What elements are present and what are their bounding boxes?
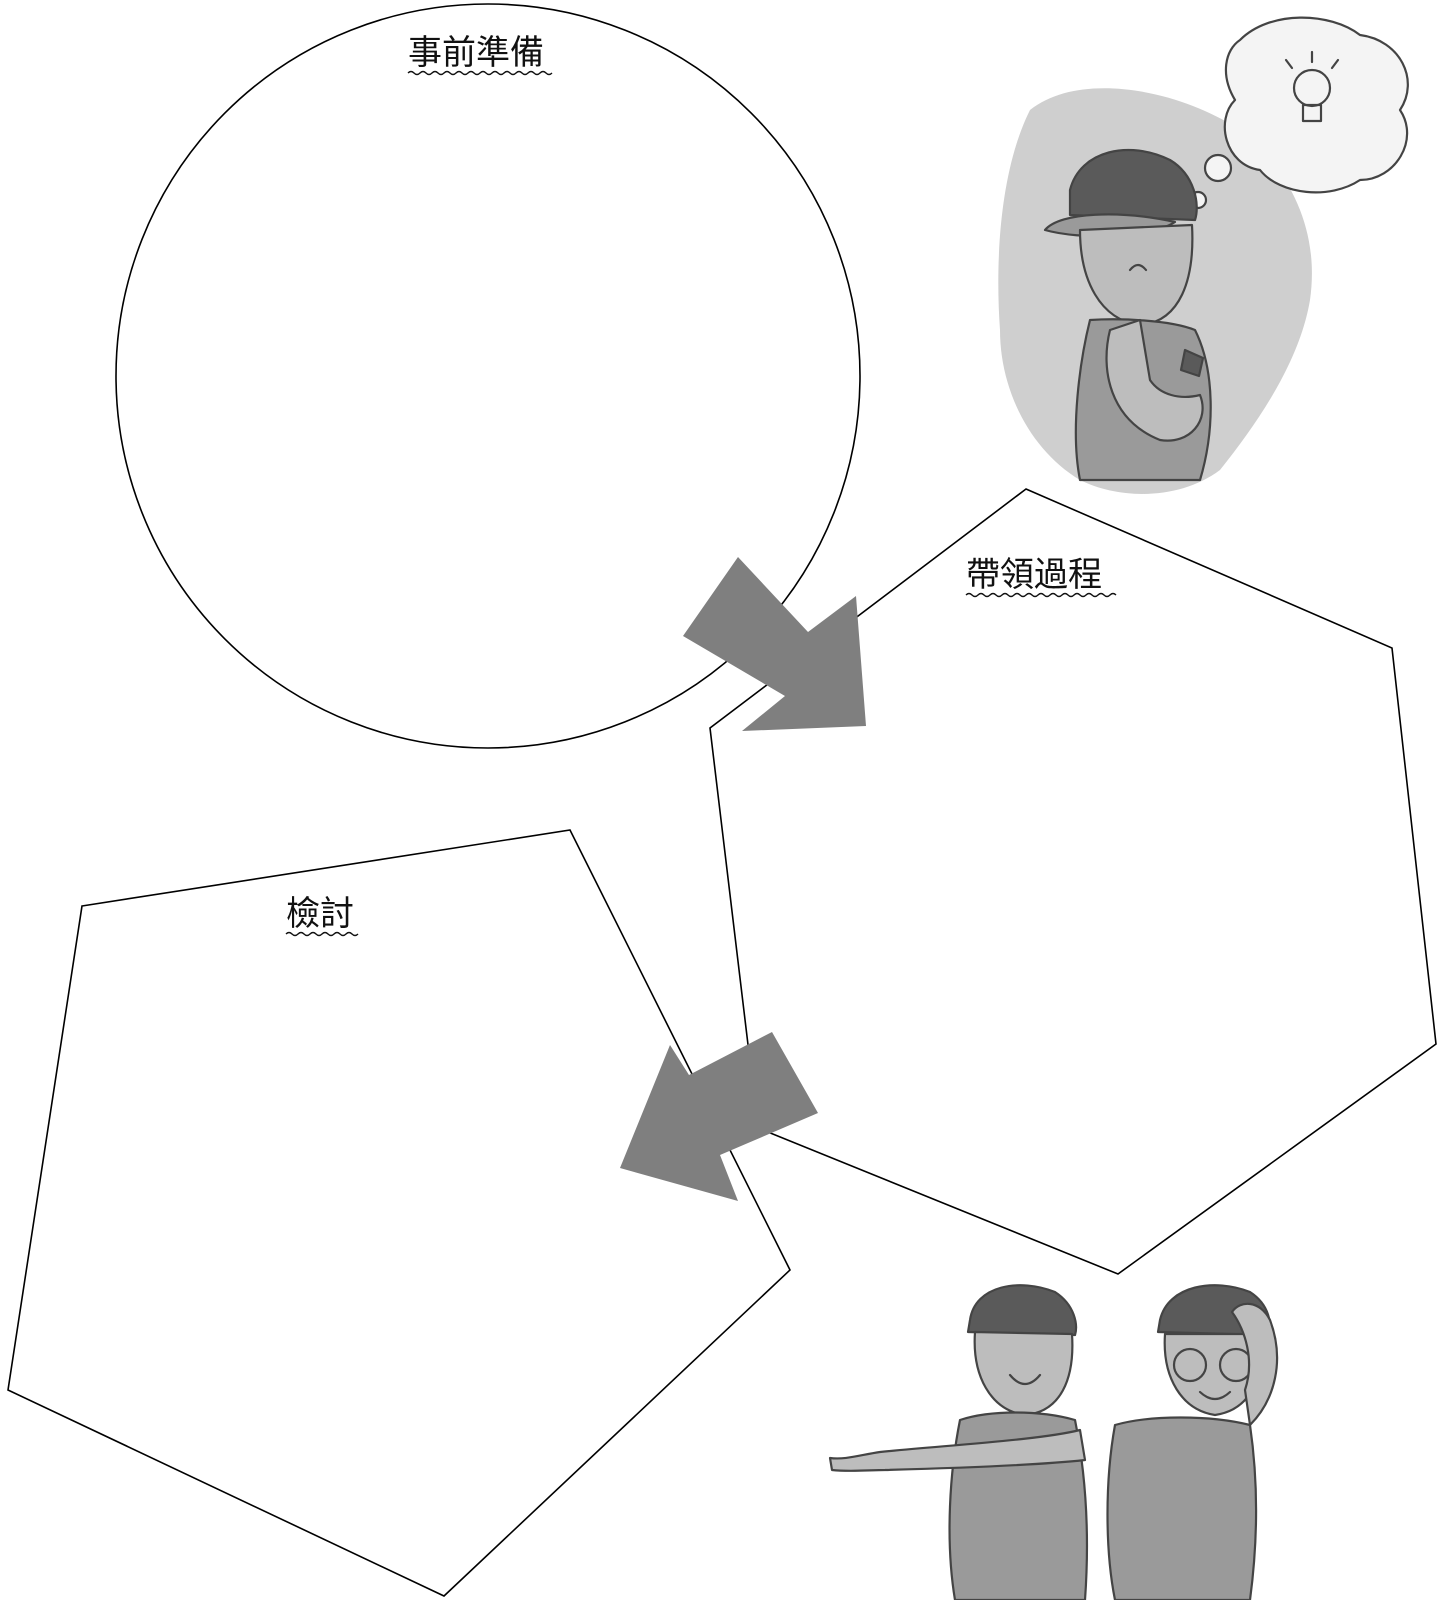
- scout-arm: [1105, 318, 1204, 442]
- scout-badge: [1179, 348, 1205, 378]
- leading-label-underline: [965, 592, 1117, 598]
- right-scout-body: [1106, 1416, 1258, 1600]
- right-scout-mouth: [1198, 1390, 1232, 1401]
- scout-smile: [1128, 263, 1148, 272]
- left-scout-mouth: [1008, 1373, 1042, 1386]
- stage-review: 檢討: [7, 829, 791, 1597]
- leading-label: 帶領過程: [966, 555, 1102, 595]
- scout-cap: [1068, 148, 1198, 222]
- thought-dot-large: [1203, 153, 1233, 183]
- stage-leading: 帶領過程: [709, 488, 1437, 1275]
- arrow-preparation-to-leading: [683, 557, 866, 731]
- preparation-circle: [115, 3, 861, 749]
- left-scout-pointing-arm: [828, 1428, 1087, 1472]
- right-scout-glasses-left: [1172, 1347, 1208, 1383]
- left-scout-face: [973, 1330, 1074, 1417]
- thinking-scout-illustration: [998, 16, 1409, 494]
- preparation-label-underline: [407, 70, 553, 76]
- arrow-leading-to-review: [620, 1032, 818, 1201]
- preparation-label: 事前準備: [408, 33, 544, 73]
- lightbulb-icon: [1284, 50, 1340, 123]
- leading-hexagon: [709, 488, 1437, 1275]
- two-scouts-illustration: [828, 1284, 1279, 1600]
- left-scout-cap: [966, 1284, 1078, 1337]
- review-pentagon: [7, 829, 791, 1597]
- review-label: 檢討: [286, 894, 354, 934]
- right-scout-saluting-arm: [1230, 1302, 1279, 1427]
- stage-preparation: 事前準備: [115, 3, 861, 749]
- review-label-underline: [285, 931, 359, 937]
